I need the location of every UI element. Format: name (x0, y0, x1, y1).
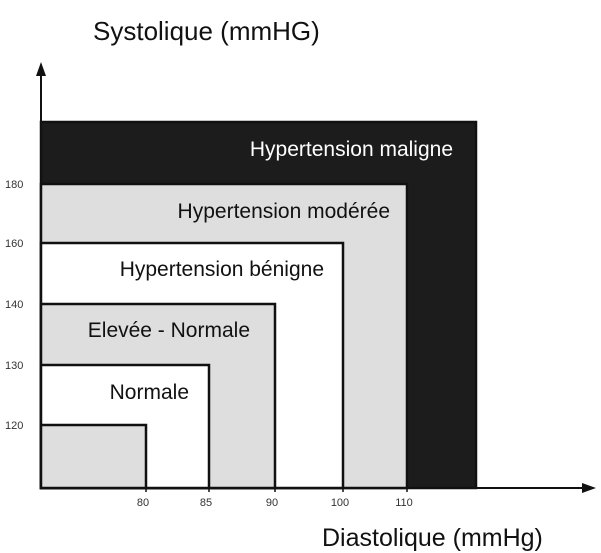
y-tick-label: 120 (5, 420, 23, 432)
x-tick-label: 100 (331, 497, 349, 509)
x-tick-label: 110 (395, 497, 413, 509)
zone-label: Hypertension bénigne (120, 258, 324, 281)
zone-rect (39, 423, 148, 490)
y-tick-label: 140 (5, 299, 23, 311)
zone-label: Elevée - Normale (88, 319, 250, 342)
y-axis-arrow (36, 62, 46, 76)
zone-label: Normale (110, 381, 189, 404)
x-axis-arrow (582, 483, 596, 493)
x-axis-title: Diastolique (mmHg) (322, 524, 543, 552)
ticks-layer: 80 85 90 100 110 120 130 140 160 180 (5, 179, 413, 509)
x-tick-label: 80 (137, 497, 149, 509)
y-tick-label: 180 (5, 179, 23, 191)
zone-label: Hypertension modérée (178, 200, 390, 223)
y-axis-title: Systolique (mmHG) (93, 16, 320, 46)
x-tick-label: 90 (266, 497, 278, 509)
axes-layer (36, 62, 596, 493)
zone-label: Hypertension maligne (250, 138, 453, 161)
x-tick-label: 85 (200, 497, 212, 509)
y-tick-label: 160 (5, 238, 23, 250)
y-tick-label: 130 (5, 360, 23, 372)
